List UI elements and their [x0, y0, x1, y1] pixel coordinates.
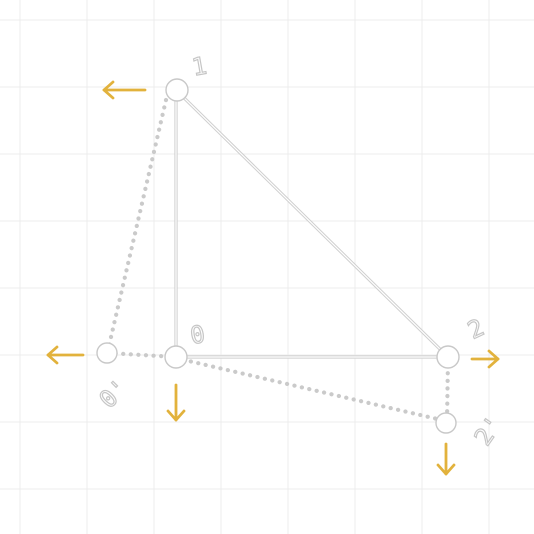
- vertex-label-0-prime: 0': [94, 374, 134, 414]
- dotted-edge-0-2prime: [173, 355, 449, 424]
- dotted-edge-2-2prime: [444, 355, 451, 424]
- vertex-label-0: 0: [188, 320, 207, 350]
- vertex-label-1: 1: [190, 52, 209, 82]
- vertex-2[interactable]: [436, 345, 460, 369]
- arrow-icon: [102, 80, 147, 100]
- vertex-labels: 1 0 2 0' 2': [93, 51, 509, 451]
- vertex-2-prime[interactable]: [435, 412, 457, 434]
- vertex-0-prime[interactable]: [96, 342, 118, 364]
- arrow-icon: [166, 383, 186, 422]
- vertices: [96, 78, 460, 434]
- displacement-arrows: [46, 80, 500, 476]
- arrow-icon: [436, 442, 456, 476]
- dotted-edge-1-0prime: [105, 97, 169, 353]
- displaced-triangle-outline: [105, 97, 451, 424]
- vertex-0[interactable]: [164, 345, 188, 369]
- vertex-label-2-prime: 2': [469, 411, 509, 451]
- vertex-label-2: 2: [463, 313, 488, 344]
- triangle: [174, 88, 450, 359]
- vertex-1[interactable]: [165, 78, 189, 102]
- arrow-icon: [470, 349, 500, 369]
- arrow-icon: [46, 345, 85, 365]
